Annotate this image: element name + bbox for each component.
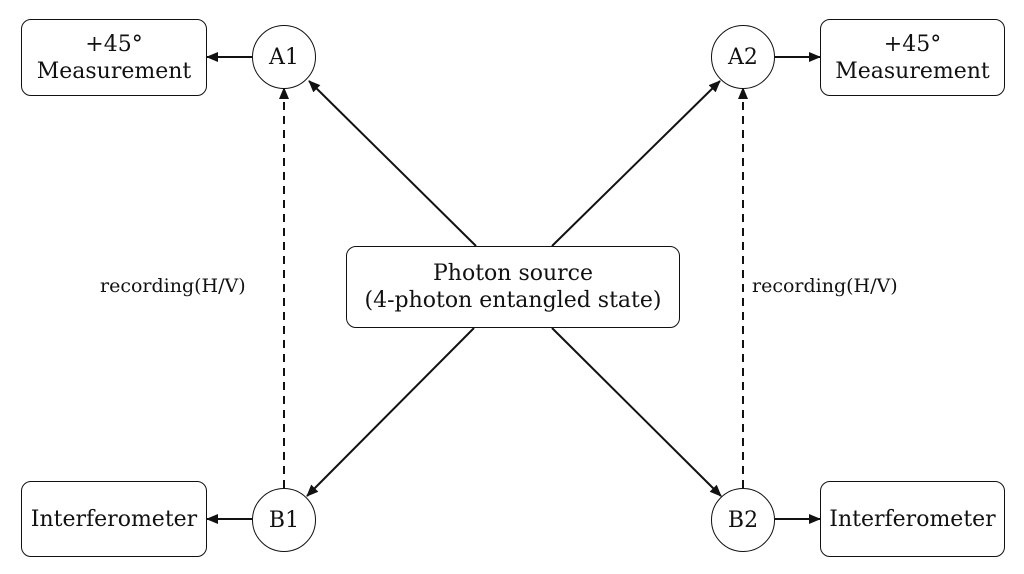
recording-label-left: recording(H/V) [96,273,250,299]
photon-source-box: Photon source (4-photon entangled state) [346,246,680,328]
arrow-source-to-b1 [306,327,475,497]
recording-label-right: recording(H/V) [748,273,902,299]
measurement-label-left: Measurement [36,58,192,84]
photon-source-title: Photon source [432,261,594,286]
measurement-angle-right: +45° [883,31,942,57]
node-a1: A1 [252,25,316,89]
arrow-source-to-b2 [551,327,722,497]
measurement-label-right: Measurement [835,58,990,84]
node-b1: B1 [252,488,316,552]
interferometer-box-right: Interferometer [820,481,1005,557]
arrow-source-to-a2 [551,80,721,247]
node-b2: B2 [711,488,775,552]
arrow-source-to-a1 [308,80,477,247]
photon-source-subtitle: (4-photon entangled state) [364,288,662,313]
interferometer-label-left: Interferometer [30,506,198,532]
node-a2: A2 [711,25,775,89]
measurement-box-right: +45° Measurement [820,19,1005,96]
interferometer-box-left: Interferometer [21,481,207,557]
measurement-angle-left: +45° [85,31,143,57]
interferometer-label-right: Interferometer [829,506,996,532]
measurement-box-left: +45° Measurement [21,19,207,96]
